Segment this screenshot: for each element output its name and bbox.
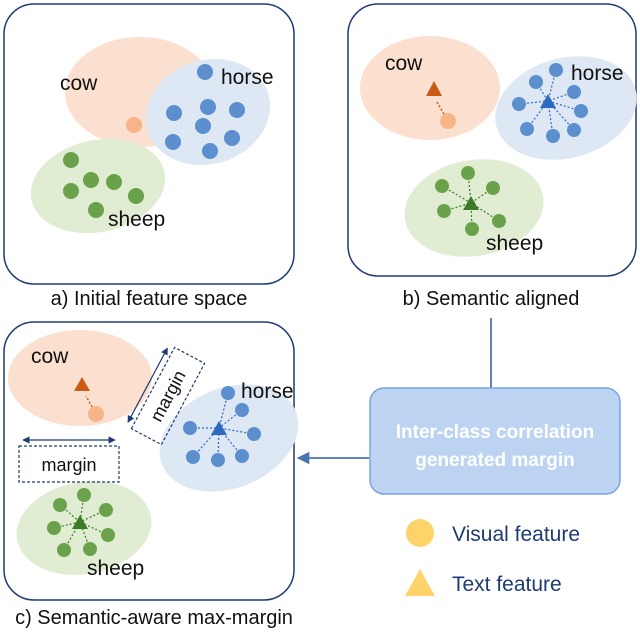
horse-visual-point [183, 421, 197, 435]
horse-visual-point [195, 118, 211, 134]
legend-text-marker [405, 569, 435, 596]
sheep-points-a [63, 152, 144, 218]
horse-visual-point [567, 85, 581, 99]
sheep-visual-point [437, 204, 451, 218]
sheep-group-b [435, 166, 506, 236]
sheep-visual-point [486, 181, 500, 195]
sheep-visual-point [461, 166, 475, 180]
sheep-visual-point [99, 503, 113, 517]
horse-visual-point [186, 450, 200, 464]
sheep-visual-point [57, 543, 71, 557]
margin-box [18, 445, 120, 483]
sheep-visual-point [83, 172, 99, 188]
process-box-frame [369, 387, 621, 495]
cow-cluster-c [8, 330, 152, 426]
horse-visual-point [200, 99, 216, 115]
sheep-visual-point [435, 179, 449, 193]
horse-visual-point [224, 130, 240, 146]
horse-cluster-c [159, 384, 299, 492]
margin-label: margin [41, 455, 96, 475]
horse-visual-point [221, 386, 235, 400]
panel-a-caption: a) Initial feature space [51, 288, 248, 310]
horse-visual-point [197, 64, 213, 80]
horse-visual-point [529, 75, 543, 89]
cow-text-feature [426, 81, 442, 96]
horse-label: horse [221, 66, 274, 89]
horse-text-feature [211, 421, 227, 435]
horse-label: horse [241, 380, 294, 403]
sheep-visual-point [88, 202, 104, 218]
sheep-visual-point [47, 521, 61, 535]
horse-visual-point [549, 63, 563, 77]
horse-visual-point [235, 403, 249, 417]
cow-label: cow [385, 52, 423, 75]
panel-b: cow horse sheep [347, 3, 637, 277]
horse-visual-point [211, 453, 225, 467]
horse-visual-point [574, 104, 588, 118]
cow-group-b [426, 81, 456, 129]
sheep-visual-point [128, 188, 144, 204]
legend-visual-label: Visual feature [452, 523, 580, 546]
sheep-visual-point [77, 488, 91, 502]
sheep-visual-point [106, 174, 122, 190]
sheep-group-c [47, 488, 115, 557]
horse-visual-point [202, 143, 218, 159]
alignment-link [85, 395, 97, 415]
horse-visual-point [512, 97, 526, 111]
process-box-line1: Inter-class correlation [396, 422, 595, 443]
legend-visual-marker [406, 519, 434, 547]
horse-visual-point [166, 105, 182, 121]
panel-c: cow horse sheep margin margin [3, 321, 299, 601]
cow-label: cow [31, 345, 69, 368]
sheep-visual-point [63, 152, 79, 168]
horse-group-c [183, 386, 261, 467]
panel-b-caption: b) Semantic aligned [403, 288, 580, 310]
sheep-visual-point [101, 528, 115, 542]
horse-group-b [512, 63, 588, 143]
cow-visual-point [126, 117, 142, 133]
cow-visual-point [88, 406, 104, 422]
panel-a: cow horse sheep [3, 3, 295, 285]
horse-visual-point [567, 123, 581, 137]
horse-visual-point [235, 449, 249, 463]
legend: Visual feature Text feature [405, 519, 580, 596]
panel-c-caption: c) Semantic-aware max-margin [15, 607, 293, 629]
sheep-text-feature [463, 196, 479, 210]
cow-label: cow [60, 72, 98, 95]
sheep-visual-point [53, 498, 67, 512]
sheep-visual-point [465, 222, 479, 236]
horse-visual-point [546, 129, 560, 143]
cow-text-feature [74, 377, 90, 391]
horse-visual-point [247, 427, 261, 441]
horse-visual-point [229, 102, 245, 118]
sheep-label: sheep [87, 557, 144, 580]
process-box-line2: generated margin [415, 450, 574, 471]
horse-label: horse [571, 62, 624, 85]
horse-text-feature [540, 94, 556, 108]
sheep-visual-point [63, 183, 79, 199]
margin-indicator-horizontal: margin [18, 436, 120, 483]
cow-group-c [74, 377, 104, 422]
sheep-visual-point [83, 542, 97, 556]
sheep-visual-point [492, 214, 506, 228]
horse-visual-point [520, 122, 534, 136]
legend-text-label: Text feature [452, 573, 562, 596]
sheep-label: sheep [108, 208, 165, 231]
sheep-label: sheep [486, 232, 543, 255]
margin-arrow [127, 347, 168, 423]
horse-visual-point [165, 134, 181, 150]
horse-points-a [165, 64, 245, 159]
cow-cluster-b [360, 36, 500, 140]
sheep-text-feature [72, 515, 88, 529]
process-box: Inter-class correlation generated margin [369, 387, 621, 495]
cow-visual-point [440, 113, 456, 129]
